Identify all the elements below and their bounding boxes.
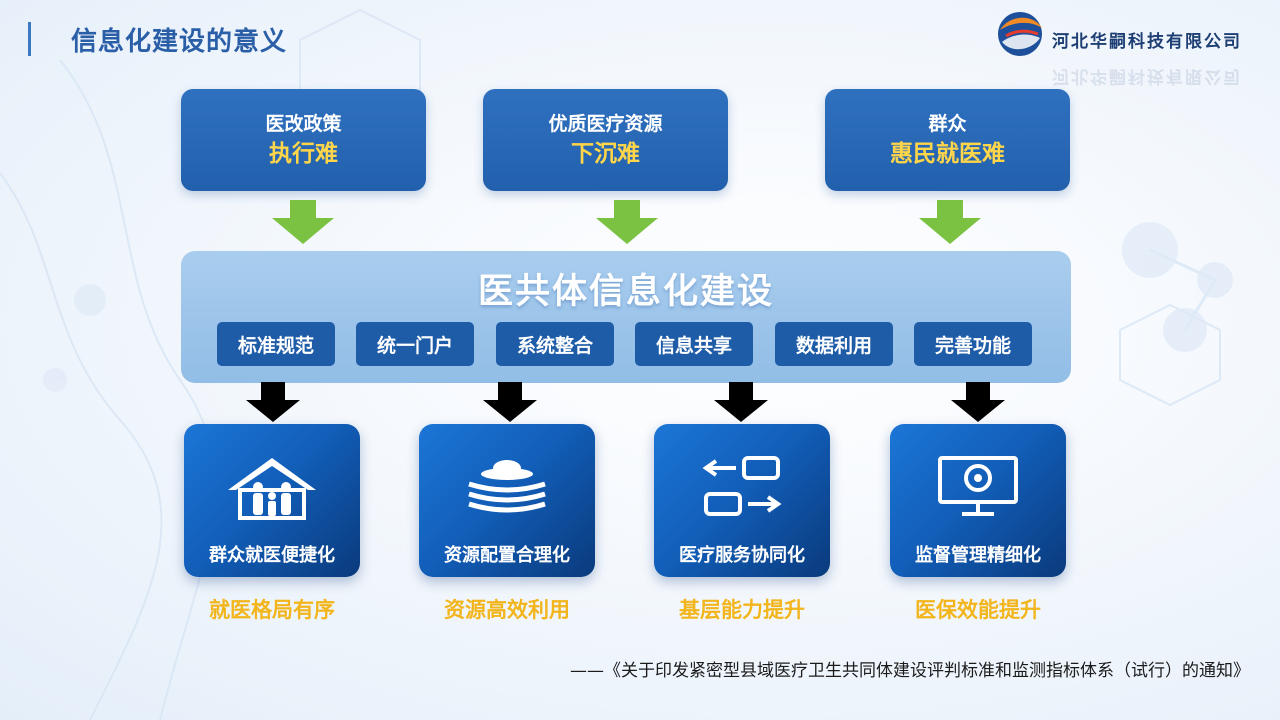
- card-label: 监督管理精细化: [915, 545, 1041, 566]
- green-arrow-down-icon: [596, 200, 658, 244]
- feature-unified-portal: 统一门户: [356, 322, 474, 366]
- layered-stack-icon: [468, 460, 546, 513]
- top-box-emphasis: 下沉难: [571, 141, 640, 167]
- center-title: 医共体信息化建设: [477, 272, 774, 312]
- card-label: 群众就医便捷化: [209, 545, 335, 566]
- monitor-icon: [938, 456, 1018, 516]
- source-citation: ——《关于印发紧密型县域医疗卫生共同体建设评判标准和监测指标体系（试行）的通知》: [570, 661, 1250, 681]
- green-arrow-down-icon: [272, 200, 334, 244]
- card-resource-allocation: 资源配置合理化: [419, 424, 595, 577]
- feature-data-utilization: 数据利用: [775, 322, 893, 366]
- top-box-emphasis: 执行难: [269, 141, 338, 167]
- feature-info-sharing: 信息共享: [635, 322, 753, 366]
- green-arrow-down-icon: [919, 200, 981, 244]
- company-logo-icon: [998, 12, 1042, 56]
- outcome-efficient-resources: 资源高效利用: [444, 598, 570, 622]
- outcome-grassroots-capacity: 基层能力提升: [679, 598, 805, 622]
- black-arrow-down-icon: [714, 382, 768, 422]
- exchange-arrows-icon: [702, 456, 782, 516]
- top-box-emphasis: 惠民就医难: [890, 141, 1005, 167]
- card-convenient-care: 群众就医便捷化: [184, 424, 360, 577]
- black-arrow-down-icon: [483, 382, 537, 422]
- black-arrow-down-icon: [246, 382, 300, 422]
- top-box-public: 群众 惠民就医难: [825, 89, 1070, 191]
- card-label: 医疗服务协同化: [679, 545, 805, 566]
- page-title: 信息化建设的意义: [71, 26, 288, 57]
- title-bar: 信息化建设的意义: [28, 22, 288, 57]
- card-supervision: 监督管理精细化: [890, 424, 1066, 577]
- feature-system-integration: 系统整合: [496, 322, 614, 366]
- company-logo: 河北华嗣科技有限公司 河北华嗣科技有限公司: [994, 8, 1264, 88]
- family-home-icon: [228, 458, 316, 520]
- card-service-coordination: 医疗服务协同化: [654, 424, 830, 577]
- feature-improve-functions: 完善功能: [914, 322, 1032, 366]
- company-name-reflection: 河北华嗣科技有限公司: [1052, 66, 1242, 86]
- top-box-resources: 优质医疗资源 下沉难: [483, 89, 728, 191]
- black-arrow-down-icon: [951, 382, 1005, 422]
- outcome-orderly-care: 就医格局有序: [209, 598, 335, 622]
- top-box-policy: 医改政策 执行难: [181, 89, 426, 191]
- company-name: 河北华嗣科技有限公司: [1052, 32, 1242, 52]
- card-label: 资源配置合理化: [444, 545, 570, 566]
- top-box-label: 优质医疗资源: [548, 113, 663, 135]
- feature-standards: 标准规范: [217, 322, 335, 366]
- top-box-label: 群众: [928, 113, 967, 135]
- outcome-insurance-efficiency: 医保效能提升: [915, 598, 1041, 622]
- top-box-label: 医改政策: [265, 113, 342, 135]
